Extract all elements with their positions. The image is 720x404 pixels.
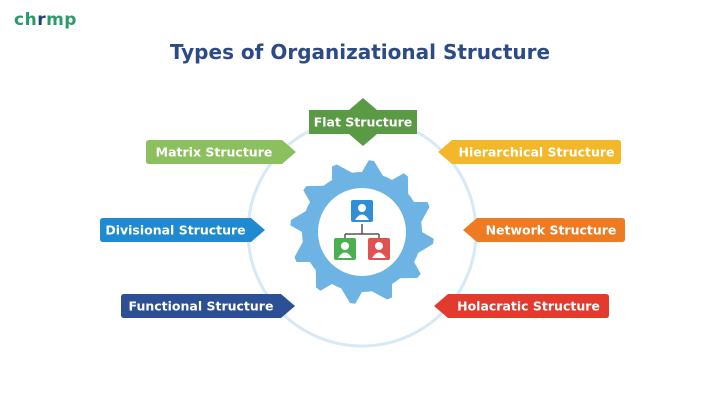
label-text-flat: Flat Structure	[314, 115, 413, 130]
label-holacratic: Holacratic Structure	[434, 294, 609, 318]
label-flat: Flat Structure	[309, 98, 417, 146]
label-text-functional: Functional Structure	[129, 299, 274, 314]
label-text-divisional: Divisional Structure	[105, 223, 245, 238]
label-shape-hierarchical	[438, 140, 621, 164]
label-shape-matrix	[146, 140, 296, 164]
label-hierarchical: Hierarchical Structure	[438, 140, 621, 164]
label-functional: Functional Structure	[121, 294, 295, 318]
label-text-matrix: Matrix Structure	[156, 145, 273, 160]
label-shape-holacratic	[434, 294, 609, 318]
label-shape-divisional	[100, 218, 265, 242]
label-text-holacratic: Holacratic Structure	[457, 299, 600, 314]
label-shape-flat	[309, 98, 417, 146]
label-matrix: Matrix Structure	[146, 140, 296, 164]
org-top-person-icon	[351, 200, 373, 222]
org-right-person-icon	[368, 238, 390, 260]
label-text-network: Network Structure	[486, 223, 617, 238]
label-divisional: Divisional Structure	[100, 218, 265, 242]
chrmp-logo: chrmp	[14, 10, 77, 30]
label-text-hierarchical: Hierarchical Structure	[458, 145, 614, 160]
org-chart-icon	[334, 200, 390, 260]
org-left-person-icon	[334, 238, 356, 260]
label-network: Network Structure	[463, 218, 625, 242]
label-shape-network	[463, 218, 625, 242]
diagram-title: Types of Organizational Structure	[169, 40, 551, 64]
label-shape-functional	[121, 294, 295, 318]
